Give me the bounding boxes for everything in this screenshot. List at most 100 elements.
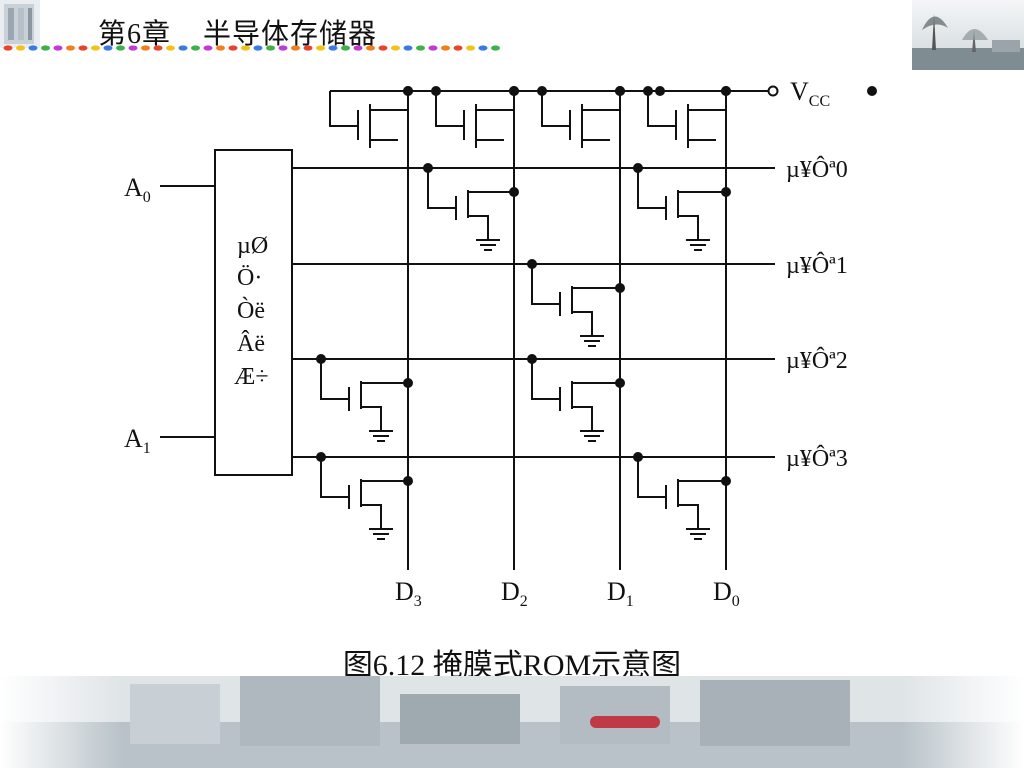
junction-dot bbox=[509, 187, 519, 197]
memory-cell-transistor bbox=[320, 457, 408, 529]
divider-dot bbox=[53, 45, 63, 51]
divider-dot bbox=[266, 45, 275, 51]
junction-dot bbox=[633, 452, 643, 462]
header-photo-left bbox=[0, 0, 40, 48]
input-label-a0: A0 bbox=[124, 173, 151, 206]
divider-dot bbox=[153, 45, 163, 51]
junction-dot bbox=[403, 476, 413, 486]
decoder-label-line-1: µØ bbox=[237, 233, 268, 259]
junction-dot bbox=[403, 86, 413, 96]
divider-dot bbox=[403, 45, 413, 51]
memory-cell-transistor bbox=[427, 168, 514, 240]
word-line-label-2: µ¥Ôª2 bbox=[786, 347, 848, 374]
divider-dot bbox=[228, 45, 238, 51]
divider-dot bbox=[128, 45, 138, 51]
junction-dot bbox=[316, 452, 326, 462]
divider-dot bbox=[478, 45, 488, 51]
word-line-label-0: µ¥Ôª0 bbox=[786, 156, 848, 183]
ground-symbol bbox=[686, 528, 710, 540]
ground-symbol bbox=[476, 239, 500, 251]
output-label-d0: D0 bbox=[713, 577, 740, 610]
divider-dot bbox=[416, 45, 425, 51]
transistor-array bbox=[320, 91, 726, 540]
decoder-label-line-5: Æ÷ bbox=[234, 364, 269, 390]
junction-dot bbox=[615, 378, 625, 388]
divider-dot bbox=[303, 45, 313, 51]
divider-dot bbox=[78, 45, 88, 51]
divider-dot bbox=[278, 45, 288, 51]
slide-title: 第6章 半导体存储器 bbox=[98, 19, 378, 50]
divider-dot bbox=[116, 45, 125, 51]
divider-dot bbox=[3, 45, 13, 51]
header-dot-divider bbox=[3, 45, 500, 51]
divider-dot bbox=[391, 45, 400, 51]
load-transistor bbox=[541, 91, 620, 148]
memory-cell-transistor bbox=[637, 457, 726, 529]
divider-dot bbox=[341, 45, 350, 51]
junction-dot bbox=[527, 354, 537, 364]
junction-dot bbox=[615, 86, 625, 96]
divider-dot bbox=[353, 45, 363, 51]
junction-dot bbox=[527, 259, 537, 269]
junction-dot bbox=[643, 86, 653, 96]
divider-dot bbox=[41, 45, 50, 51]
load-transistor bbox=[647, 91, 726, 148]
divider-dot bbox=[291, 45, 300, 51]
divider-dot bbox=[103, 45, 113, 51]
footer-photo bbox=[0, 676, 1024, 768]
divider-dot bbox=[178, 45, 188, 51]
junction-dot bbox=[615, 283, 625, 293]
junction-dot bbox=[537, 86, 547, 96]
divider-dot bbox=[216, 45, 225, 51]
output-label-d3: D3 bbox=[395, 577, 422, 610]
divider-dot bbox=[378, 45, 388, 51]
divider-dot bbox=[66, 45, 75, 51]
junction-dot bbox=[403, 378, 413, 388]
ground-symbol bbox=[369, 528, 393, 540]
divider-dot bbox=[91, 45, 100, 51]
word-line-label-3: µ¥Ôª3 bbox=[786, 445, 848, 472]
input-label-a1: A1 bbox=[124, 424, 151, 457]
junction-dot bbox=[721, 476, 731, 486]
divider-dot bbox=[16, 45, 25, 51]
divider-dot bbox=[203, 45, 213, 51]
rom-circuit-diagram: VCC A0 A1 µØ Ö· Òë Âë Æ÷ µ¥Ôª0 µ¥Ôª1 µ¥Ô… bbox=[124, 77, 877, 610]
divider-dot bbox=[28, 45, 38, 51]
divider-dot bbox=[141, 45, 150, 51]
junction-dot bbox=[431, 86, 441, 96]
divider-dot bbox=[441, 45, 450, 51]
memory-cell-transistor bbox=[320, 359, 408, 431]
word-line-label-1: µ¥Ôª1 bbox=[786, 252, 848, 279]
decoder-label-line-2: Ö· bbox=[237, 265, 262, 291]
ground-symbol bbox=[580, 430, 604, 442]
ground-symbol bbox=[686, 239, 710, 251]
junction-dot bbox=[867, 86, 877, 96]
ground-symbol bbox=[580, 335, 604, 347]
divider-dot bbox=[366, 45, 375, 51]
junction-dot bbox=[633, 163, 643, 173]
divider-dot bbox=[466, 45, 475, 51]
junction-dot bbox=[721, 86, 731, 96]
decoder-label-line-3: Òë bbox=[237, 297, 265, 324]
junction-dots bbox=[316, 86, 877, 486]
divider-dot bbox=[241, 45, 250, 51]
junction-dot bbox=[655, 86, 665, 96]
divider-dot bbox=[316, 45, 325, 51]
junction-dot bbox=[721, 187, 731, 197]
divider-dot bbox=[253, 45, 263, 51]
divider-dot bbox=[191, 45, 200, 51]
output-label-d1: D1 bbox=[607, 577, 634, 610]
decoder-label-line-4: Âë bbox=[237, 331, 265, 357]
divider-dot bbox=[166, 45, 175, 51]
divider-dot bbox=[453, 45, 463, 51]
memory-cell-transistor bbox=[531, 264, 620, 336]
junction-dot bbox=[509, 86, 519, 96]
memory-cell-transistor bbox=[531, 359, 620, 431]
junction-dot bbox=[316, 354, 326, 364]
output-label-d2: D2 bbox=[501, 577, 528, 610]
divider-dot bbox=[491, 45, 500, 51]
memory-cell-transistor bbox=[637, 168, 726, 240]
load-transistor bbox=[435, 91, 514, 148]
divider-dot bbox=[428, 45, 438, 51]
header-photo-right bbox=[912, 0, 1024, 70]
